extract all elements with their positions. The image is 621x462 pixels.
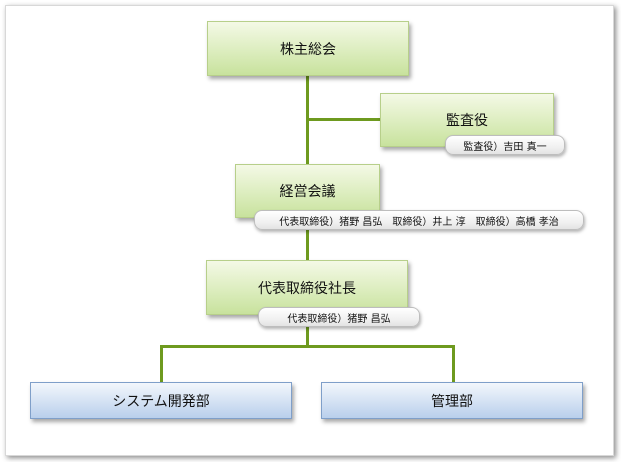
- connector-president-down: [306, 315, 309, 347]
- connector-auditor-branch: [306, 118, 380, 121]
- management-council-members-caption: 代表取締役）猪野 昌弘 取締役）井上 淳 取締役）高橋 孝治: [254, 210, 584, 230]
- diagram-frame: [5, 5, 614, 456]
- department-admin-box: 管理部: [321, 382, 583, 419]
- connector-to-system-dev: [160, 345, 163, 382]
- auditor-label: 監査役: [446, 113, 488, 129]
- connector-to-admin: [452, 345, 455, 382]
- auditor-members-text: 監査役）吉田 真一: [463, 141, 547, 153]
- shareholders-meeting-box: 株主総会: [207, 21, 409, 76]
- president-members-text: 代表取締役）猪野 昌弘: [287, 313, 391, 325]
- department-admin-label: 管理部: [431, 393, 473, 410]
- management-council-label: 経営会議: [279, 184, 336, 200]
- department-system-dev-label: システム開発部: [112, 393, 210, 410]
- connector-council-to-president: [306, 218, 309, 260]
- president-label: 代表取締役社長: [258, 280, 356, 297]
- president-box: 代表取締役社長: [206, 260, 408, 315]
- management-council-members-text: 代表取締役）猪野 昌弘 取締役）井上 淳 取締役）高橋 孝治: [279, 216, 559, 228]
- shareholders-meeting-label: 株主総会: [280, 41, 336, 58]
- department-system-dev-box: システム開発部: [30, 382, 292, 419]
- connector-department-bus: [160, 345, 455, 348]
- management-council-box: 経営会議: [235, 164, 380, 218]
- connector-trunk-top: [306, 76, 309, 166]
- auditor-members-caption: 監査役）吉田 真一: [445, 135, 565, 155]
- president-members-caption: 代表取締役）猪野 昌弘: [258, 307, 420, 327]
